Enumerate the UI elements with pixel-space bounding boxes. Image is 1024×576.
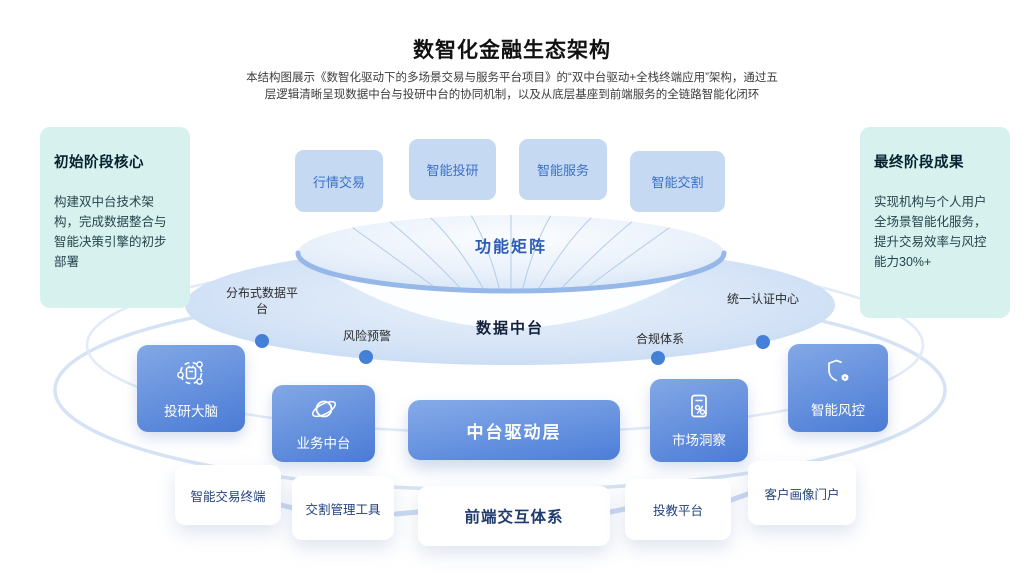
platform-box-label: 市场洞察	[672, 433, 726, 448]
node-dot-risk-warning	[359, 350, 373, 364]
node-dot-compliance	[651, 351, 665, 365]
platform-box-business-middle: 业务中台	[272, 385, 375, 462]
front-card-connectors	[278, 491, 751, 517]
node-dot-distributed-data	[255, 334, 269, 348]
platform-box-research-brain: 投研大脑	[137, 345, 245, 432]
panel-initial-stage-body: 构建双中台技术架构，完成数据整合与智能决策引擎的初步部署	[54, 195, 167, 269]
platform-box-label: 投研大脑	[164, 403, 218, 419]
brain-network-icon	[177, 360, 203, 385]
front-card-settlement-tools: 交割管理工具	[292, 476, 394, 540]
node-dot-unified-auth	[756, 335, 770, 349]
function-box-market-trading: 行情交易	[295, 150, 383, 212]
function-layer-label: 功能矩阵	[474, 239, 547, 256]
planet-icon	[311, 400, 336, 418]
platform-box-label: 智能风控	[811, 403, 865, 418]
panel-initial-stage-title: 初始阶段核心	[54, 155, 144, 171]
dome-rim	[295, 250, 727, 294]
function-box-smart-settlement: 智能交割	[630, 151, 725, 212]
platform-box-market-insight: 市场洞察	[650, 379, 748, 462]
page-title: 数智化金融生态架构	[413, 39, 611, 62]
panel-initial-stage: 初始阶段核心 构建双中台技术架构，完成数据整合与智能决策引擎的初步部署	[40, 127, 190, 308]
panel-final-stage-body: 实现机构与个人用户全场景智能化服务，提升交易效率与风控能力30%+	[874, 195, 987, 269]
front-interaction-layer: 前端交互体系	[418, 486, 610, 546]
data-layer-label: 数据中台	[475, 320, 544, 337]
data-node-distributed-data: 分布式数据平台	[225, 286, 298, 317]
data-node-risk-warning: 风险预警	[342, 329, 391, 343]
front-card-customer-portrait-portal: 客户画像门户	[748, 461, 856, 525]
function-box-smart-research: 智能投研	[409, 139, 496, 200]
insight-report-icon	[691, 394, 707, 418]
shield-gear-icon	[828, 359, 849, 382]
front-card-education-platform: 投教平台	[625, 479, 731, 540]
front-card-trading-terminal: 智能交易终端	[175, 465, 281, 525]
page-subtitle: 本结构图展示《数智化驱动下的多场景交易与服务平台项目》的“双中台驱动+全栈终端应…	[246, 72, 778, 102]
platform-box-smart-risk-control: 智能风控	[788, 344, 888, 432]
panel-final-stage: 最终阶段成果 实现机构与个人用户全场景智能化服务，提升交易效率与风控能力30%+	[860, 127, 1010, 318]
data-node-compliance: 合规体系	[635, 332, 684, 346]
data-node-unified-auth: 统一认证中心	[726, 292, 799, 306]
function-box-smart-service: 智能服务	[519, 139, 607, 200]
panel-final-stage-title: 最终阶段成果	[874, 155, 964, 171]
platform-box-label: 业务中台	[296, 436, 351, 451]
platform-driver-layer: 中台驱动层	[408, 400, 620, 460]
